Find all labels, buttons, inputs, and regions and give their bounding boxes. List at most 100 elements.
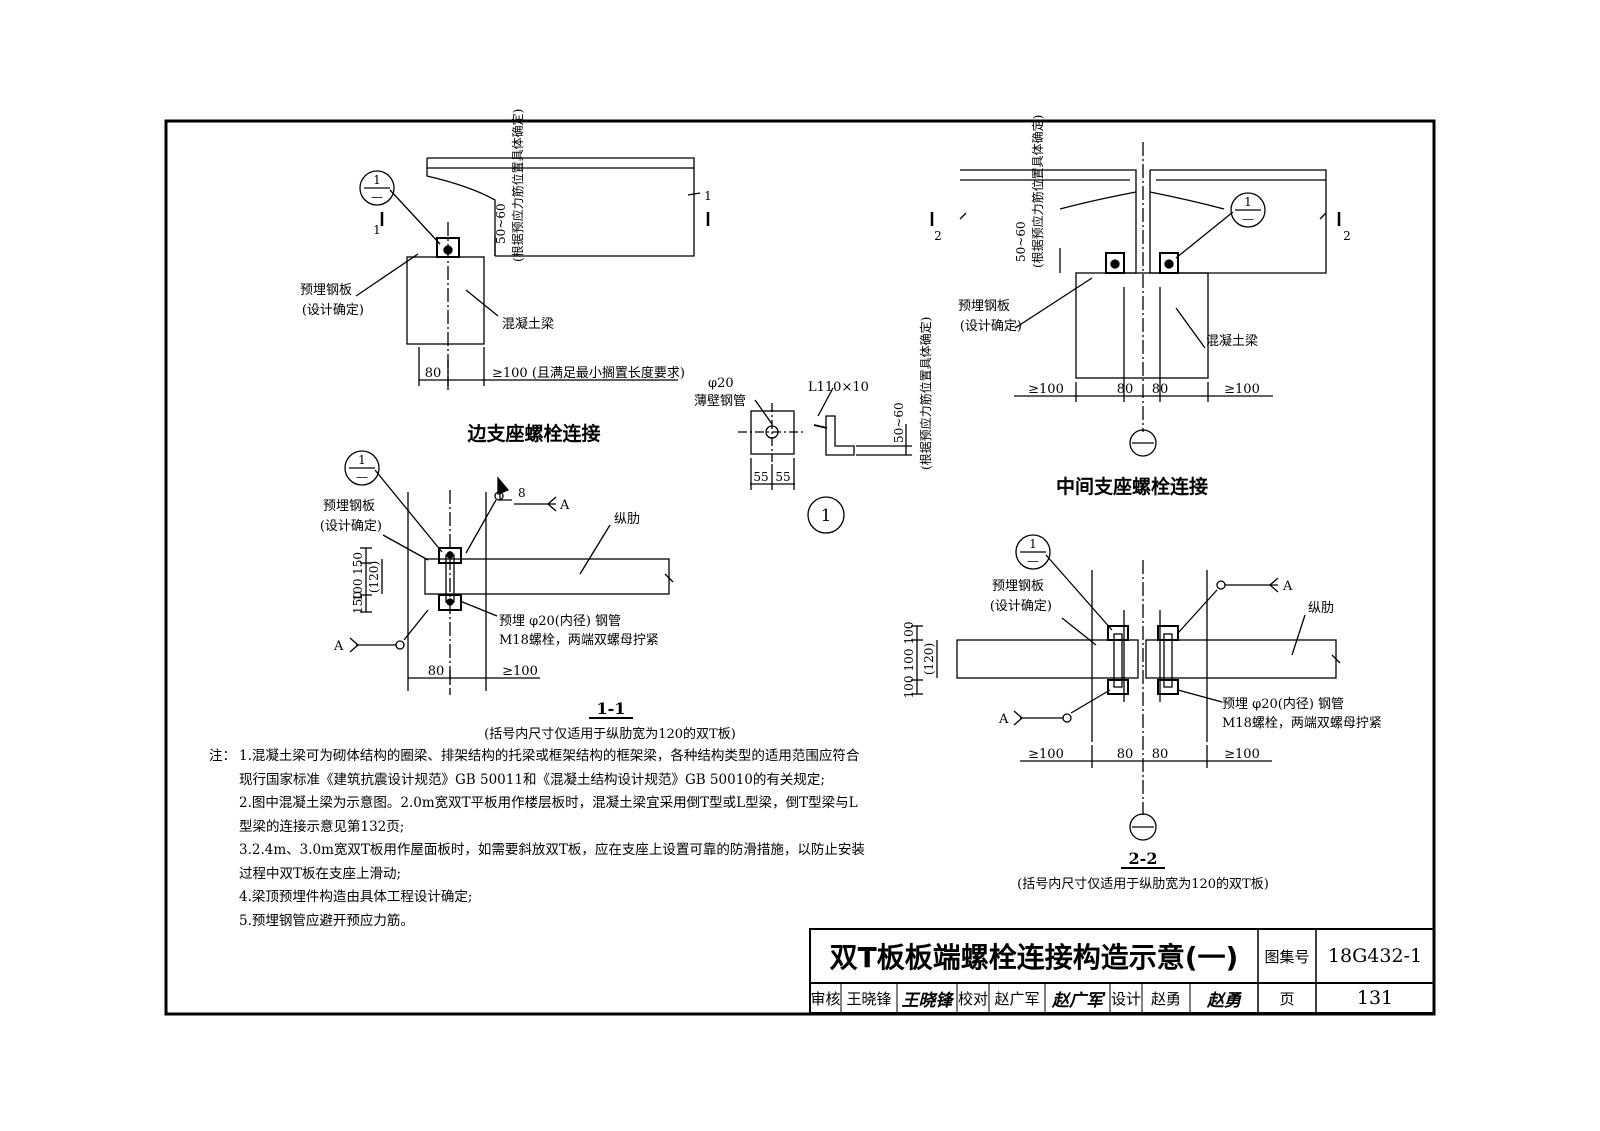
- detail-dim-55-right: 55: [775, 470, 790, 484]
- mid-support-elevation: [930, 142, 1341, 457]
- mid-plate-note: (设计确定): [960, 319, 1022, 334]
- s11-arrow-a-bottom: A: [333, 639, 344, 654]
- svg-text:—: —: [371, 190, 383, 204]
- mid-support-heading: 中间支座螺栓连接: [1056, 475, 1208, 498]
- title-block-grid: [809, 928, 1435, 1014]
- checker-signature: 赵广军: [1052, 990, 1103, 1011]
- s11-weld-size: 8: [518, 486, 526, 500]
- s22-dim-80-left: 80: [1117, 747, 1134, 762]
- mid-dim-50-60: 50~60: [1014, 221, 1028, 262]
- mid-section-mark-left: 2: [934, 229, 942, 243]
- s22-dim-100-top: 100: [902, 622, 916, 645]
- edge-beam-label: 混凝土梁: [502, 316, 554, 332]
- s11-dim-100: 100: [351, 579, 365, 602]
- note-item-4: 4.梁顶预埋件构造由具体工程设计确定;: [239, 889, 473, 905]
- detail-1-texts: φ20 薄壁钢管 L110×10 55 55 50~60 (根据预应力筋位置具体…: [694, 317, 933, 526]
- s22-rib-label: 纵肋: [1308, 601, 1334, 616]
- review-label: 审核: [810, 989, 841, 1008]
- mid-plate-label: 预埋钢板: [958, 299, 1010, 314]
- mid-callout-number: 1: [1244, 195, 1252, 209]
- edge-section-mark-left: 1: [373, 223, 381, 237]
- s11-bolt-label: M18螺栓，两端双螺母拧紧: [499, 633, 659, 648]
- s11-plate-label: 预埋钢板: [323, 499, 375, 514]
- mid-beam-label: 混凝土梁: [1206, 333, 1258, 349]
- edge-support-heading: 边支座螺栓连接: [466, 422, 600, 445]
- edge-dim-100: ≥100 (且满足最小搁置长度要求): [492, 365, 685, 381]
- section-2-2-plan: [911, 534, 1341, 869]
- mid-support-texts: 1 — 2 2 50~60 (根据预应力筋位置具体确定) 预埋钢板 (设计确定)…: [934, 115, 1351, 498]
- detail-dim-55-left: 55: [753, 470, 768, 484]
- note-item-1: 1.混凝土梁可为砌体结构的圈梁、排架结构的托梁或框架结构的框架梁，各种结构类型的…: [239, 748, 860, 788]
- s22-title: 2-2: [1129, 849, 1158, 868]
- note-item-3: 3.2.4m、3.0m宽双T板用作屋面板时，如需要斜放双T板，应在支座上设置可靠…: [239, 842, 865, 882]
- design-notes: 注： 1.混凝土梁可为砌体结构的圈梁、排架结构的托梁或框架结构的框架梁，各种结构…: [209, 745, 869, 933]
- note-item-5: 5.预埋钢管应避开预应力筋。: [239, 912, 414, 929]
- atlas-no-label: 图集号: [1264, 947, 1310, 966]
- detail-1-mark: 1: [821, 506, 832, 526]
- check-label: 校对: [957, 989, 988, 1008]
- s22-dim-80-right: 80: [1152, 747, 1169, 762]
- s22-dim-100-bottom: 100: [902, 676, 916, 699]
- notes-lead: 注：: [209, 748, 236, 764]
- drawing-title: 双T板板端螺栓连接构造示意(一): [829, 941, 1239, 974]
- section-1-1-plan: [344, 450, 674, 719]
- s22-pipe-label: 预埋 φ20(内径) 钢管: [1222, 696, 1344, 712]
- edge-dim-80: 80: [425, 366, 442, 381]
- page-number: 131: [1356, 987, 1394, 1009]
- s22-plate-label: 预埋钢板: [992, 579, 1044, 594]
- mid-dim-left: ≥100: [1028, 382, 1064, 397]
- s11-dim-ge100: ≥100: [502, 664, 538, 679]
- note-item-2: 2.图中混凝土梁为示意图。2.0m宽双T平板用作楼层板时，混凝土梁宜采用倒T型或…: [239, 795, 858, 835]
- s11-title: 1-1: [597, 699, 626, 718]
- s22-dim-left: ≥100: [1028, 747, 1064, 762]
- s22-plate-note: (设计确定): [990, 599, 1052, 614]
- mid-dim-right: ≥100: [1224, 382, 1260, 397]
- page-label: 页: [1279, 989, 1295, 1008]
- svg-text:—: —: [356, 470, 368, 484]
- checker-name: 赵广军: [994, 989, 1040, 1008]
- edge-support-elevation: [355, 157, 710, 390]
- s11-callout-number: 1: [358, 453, 366, 467]
- section-2-2-texts: 1 — 预埋钢板 (设计确定) A A 纵肋 100 100 100 (120)…: [902, 537, 1382, 892]
- svg-text:—: —: [1242, 212, 1254, 226]
- s11-dim-120: (120): [367, 561, 381, 593]
- sheet-frame: [164, 119, 1436, 1016]
- mid-section-mark-right: 2: [1343, 229, 1351, 243]
- mid-dim-note: (根据预应力筋位置具体确定): [1030, 115, 1045, 268]
- s11-rib-label: 纵肋: [614, 512, 640, 527]
- s22-dim-120: (120): [922, 643, 936, 675]
- s22-subtitle: (括号内尺寸仅适用于纵肋宽为120的双T板): [1017, 876, 1269, 892]
- s22-dim-100-mid: 100: [902, 649, 916, 672]
- s22-arrow-a-bottom: A: [998, 712, 1009, 727]
- edge-dim-50-60: 50~60: [494, 203, 508, 244]
- s11-subtitle: (括号内尺寸仅适用于纵肋宽为120的双T板): [484, 726, 736, 742]
- mid-dim-80-left: 80: [1117, 382, 1134, 397]
- atlas-no-value: 18G432-1: [1327, 945, 1423, 967]
- s22-callout-number: 1: [1029, 537, 1037, 551]
- detail-pipe-label: 薄壁钢管: [694, 394, 746, 409]
- detail-dim-50-60: 50~60: [892, 402, 906, 443]
- s11-dim-80: 80: [428, 664, 445, 679]
- detail-dim-note: (根据预应力筋位置具体确定): [918, 317, 933, 470]
- s22-arrow-a-top: A: [1282, 579, 1293, 594]
- reviewer-name: 王晓锋: [846, 989, 892, 1008]
- s22-dim-right: ≥100: [1224, 747, 1260, 762]
- s22-bolt-label: M18螺栓，两端双螺母拧紧: [1222, 716, 1382, 731]
- edge-section-mark-right: 1: [704, 189, 712, 203]
- s11-arrow-a-top: A: [559, 498, 570, 513]
- reviewer-signature: 王晓锋: [901, 990, 953, 1011]
- s11-pipe-label: 预埋 φ20(内径) 钢管: [499, 613, 621, 629]
- s11-dim-150-bottom: 150: [351, 591, 365, 614]
- svg-text:—: —: [1027, 554, 1039, 568]
- designer-signature: 赵勇: [1207, 990, 1241, 1011]
- mid-dim-80-right: 80: [1152, 382, 1169, 397]
- s11-dim-150-top: 150: [351, 552, 365, 575]
- edge-plate-label: 预埋钢板: [300, 283, 352, 298]
- edge-plate-note: (设计确定): [302, 303, 364, 318]
- section-1-1-texts: 1 — 预埋钢板 (设计确定) 8 A A 纵肋 150 100 (120) 1…: [320, 453, 736, 742]
- design-label: 设计: [1110, 989, 1141, 1008]
- s11-plate-note: (设计确定): [320, 519, 382, 534]
- detail-1: [738, 387, 912, 534]
- detail-angle-label: L110×10: [808, 380, 869, 395]
